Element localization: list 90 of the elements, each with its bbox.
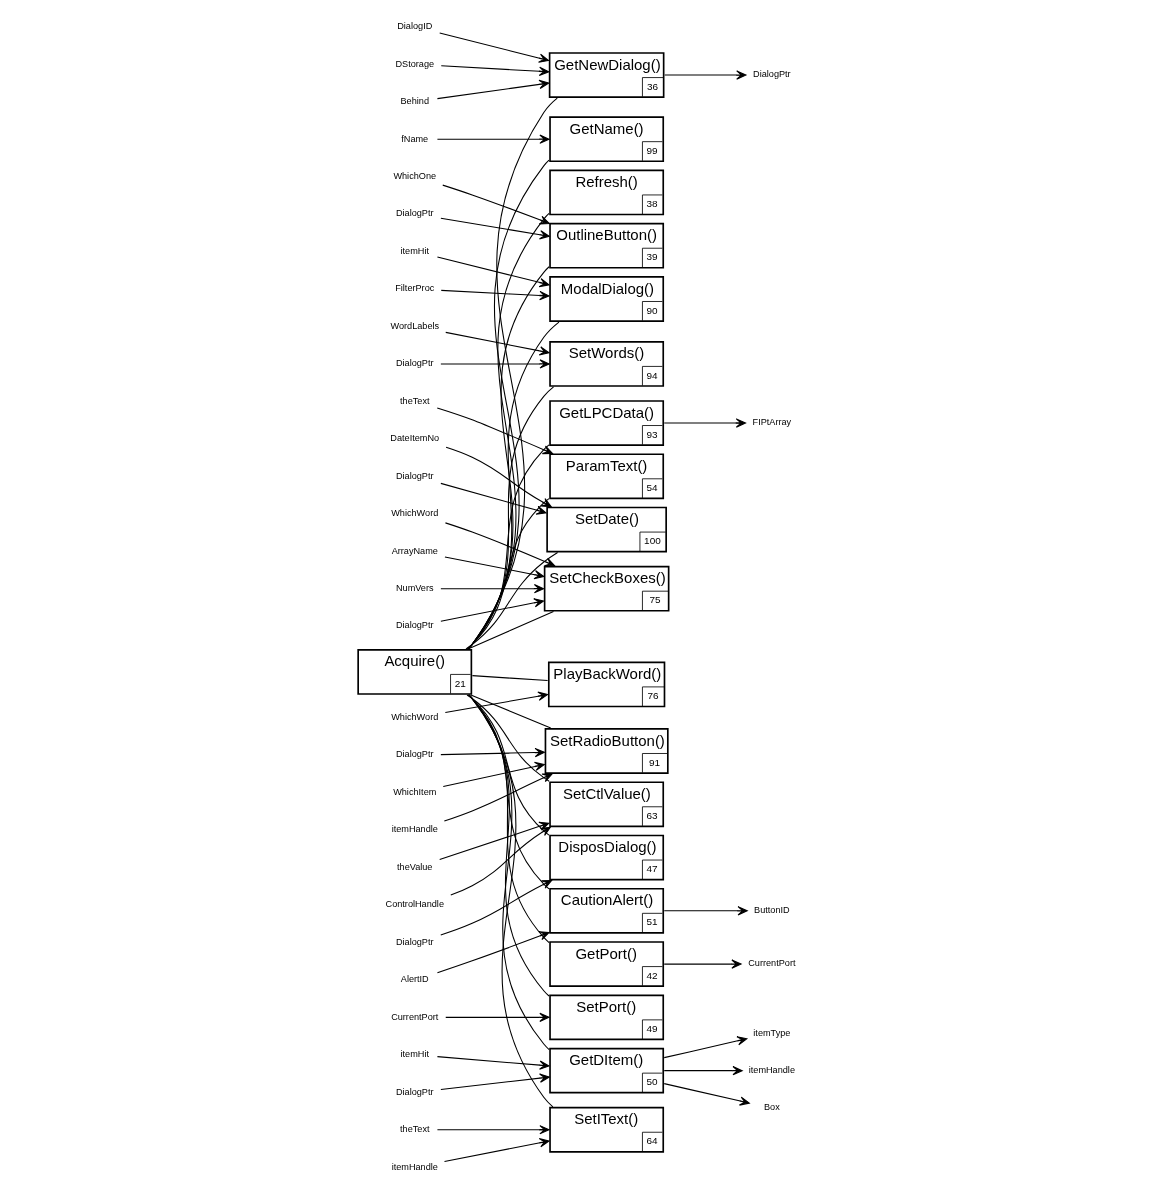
- arrow: [440, 217, 550, 240]
- connector: [467, 321, 560, 650]
- node-text: FIPtArray: [752, 417, 792, 428]
- arrow: [445, 331, 550, 356]
- node-text: itemHandle: [391, 1161, 438, 1172]
- connector: [467, 386, 555, 650]
- arrow: [663, 1083, 750, 1106]
- connector: [467, 694, 550, 836]
- arrow: [444, 556, 545, 580]
- connector: [465, 551, 559, 650]
- node-text: DialogPtr: [395, 620, 434, 631]
- node-text: fName: [401, 133, 429, 144]
- node-text: Box: [763, 1102, 780, 1113]
- connector: [468, 694, 554, 1108]
- arrow: [436, 134, 550, 144]
- node-text: WhichItem: [393, 786, 437, 797]
- arrow: [445, 1012, 550, 1023]
- node-text: WhichOne: [393, 170, 437, 181]
- connector: [468, 694, 550, 944]
- connector: [467, 97, 558, 650]
- node-text: itemHit: [400, 1049, 429, 1060]
- arrow: [664, 70, 747, 80]
- node-text: ControlHandle: [385, 899, 444, 910]
- node-text: DateItemNo: [390, 433, 440, 444]
- arrow: [439, 32, 549, 63]
- arrow: [442, 184, 550, 225]
- arrow: [440, 65, 550, 76]
- node-text: itemType: [753, 1027, 791, 1038]
- node-text: WhichWord: [391, 508, 439, 519]
- node-text: CurrentPort: [748, 958, 796, 969]
- connector: [467, 611, 555, 650]
- arrow: [663, 959, 742, 969]
- arrow: [440, 598, 545, 622]
- arrow: [436, 1125, 550, 1135]
- connector: [470, 694, 552, 729]
- node-text: theValue: [397, 861, 433, 872]
- node-text: DialogPtr: [395, 470, 434, 481]
- arrow: [439, 821, 550, 861]
- node-text: CurrentPort: [391, 1011, 439, 1022]
- node-text: theText: [400, 395, 430, 406]
- connector: [468, 694, 550, 997]
- node-text: WhichWord: [391, 712, 439, 723]
- node-text: FilterProc: [395, 283, 435, 294]
- arrow: [436, 931, 550, 974]
- arrow: [436, 256, 550, 288]
- arrow: [440, 289, 550, 301]
- arrow: [442, 761, 545, 788]
- node-text: AlertID: [400, 974, 429, 985]
- arrow: [450, 826, 551, 896]
- node-text: DStorage: [395, 58, 435, 69]
- arrow: [445, 446, 552, 508]
- arrow: [440, 359, 550, 369]
- arrow: [444, 691, 549, 714]
- arrow: [443, 1138, 550, 1163]
- arrow: [440, 584, 545, 594]
- node-text: NumVers: [395, 583, 434, 594]
- node-text: itemHit: [400, 245, 429, 256]
- node-text: ArrayName: [391, 545, 438, 556]
- arrow: [663, 418, 747, 428]
- arrow: [663, 1036, 748, 1059]
- connector: [468, 694, 550, 1051]
- arrow: [440, 482, 547, 515]
- arrow: [663, 1066, 743, 1076]
- arrow: [440, 1073, 550, 1090]
- node-text: DialogPtr: [395, 1086, 434, 1097]
- node-text: itemHandle: [391, 824, 438, 835]
- arrow: [440, 879, 553, 936]
- arrow: [436, 407, 553, 455]
- node-text: DialogPtr: [395, 358, 434, 369]
- connector: [466, 694, 550, 782]
- node-text: DialogPtr: [395, 936, 434, 947]
- connector: [471, 675, 549, 682]
- node-text: itemHandle: [748, 1064, 795, 1075]
- arrow: [663, 906, 748, 916]
- node-text: ButtonID: [754, 905, 790, 916]
- node-text: DialogID: [397, 21, 433, 32]
- node-text: theText: [400, 1124, 430, 1135]
- connector: [467, 444, 550, 650]
- arrow: [436, 79, 550, 100]
- arrow: [443, 773, 553, 822]
- connector: [466, 498, 550, 650]
- node-text: DialogPtr: [395, 208, 434, 219]
- arrow: [440, 747, 545, 758]
- node-text: WordLabels: [390, 320, 440, 331]
- node-text: Behind: [400, 96, 429, 107]
- arrow: [436, 1056, 550, 1070]
- node-text: DialogPtr: [395, 749, 434, 760]
- node-text: DialogPtr: [753, 69, 791, 80]
- connector: [467, 694, 550, 890]
- arrow: [444, 522, 556, 567]
